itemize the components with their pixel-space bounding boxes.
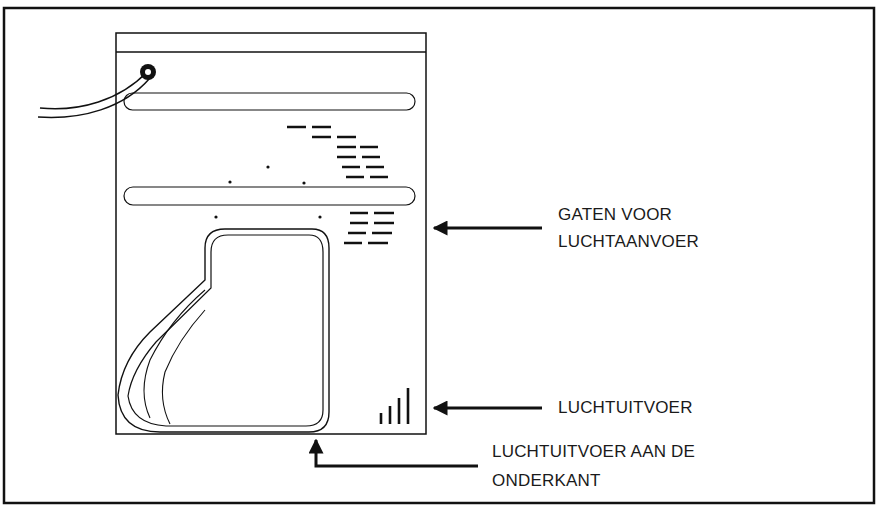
air-outlet [381, 388, 408, 424]
leader-arrow [434, 227, 542, 230]
rail [124, 93, 415, 110]
power-cord [40, 72, 147, 109]
screw [214, 165, 321, 218]
callout-label: LUCHTUITVOER AAN DE ONDERKANT [492, 437, 732, 495]
vent-slots [287, 127, 388, 177]
top-panel [116, 51, 426, 53]
access-panel [128, 235, 323, 426]
cord-entry [140, 64, 156, 80]
rail [124, 187, 415, 205]
access-panel [144, 290, 205, 418]
callout-label: LUCHTUITVOER [558, 396, 758, 420]
leader-arrow [434, 407, 542, 410]
frame [4, 8, 874, 503]
access-panel [162, 310, 205, 424]
power-cord [38, 78, 150, 117]
air-intake-grille [344, 213, 394, 243]
callout-label: GATEN VOOR LUCHTAANVOER [558, 201, 728, 255]
cord-entry [145, 69, 151, 75]
access-panel [118, 229, 329, 432]
leader-arrow [316, 440, 478, 466]
housing [116, 33, 426, 434]
